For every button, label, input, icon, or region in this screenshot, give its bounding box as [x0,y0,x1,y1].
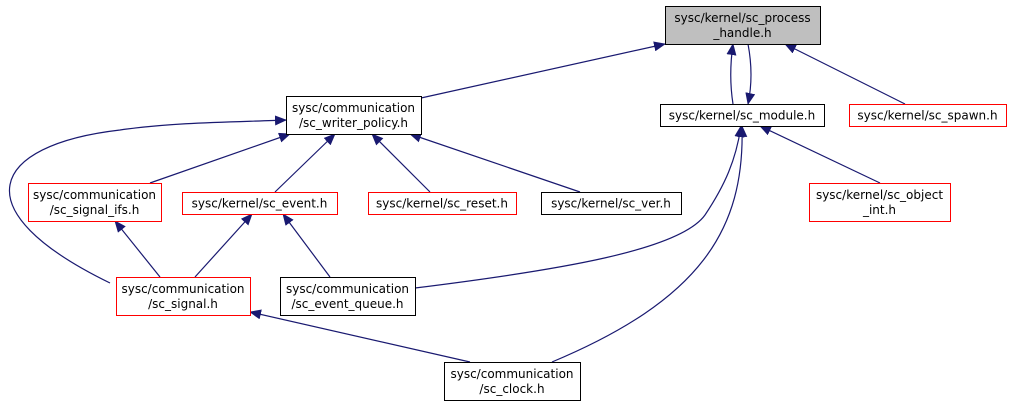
node-label: sysc/communication [292,101,415,115]
node-module[interactable]: sysc/kernel/sc_module.h [660,104,825,127]
node-box [444,362,581,401]
edge-event_queue-to-event [282,213,331,278]
node-label: sysc/communication [450,367,573,381]
node-label: sysc/kernel/sc_spawn.h [857,109,997,123]
node-label: sysc/kernel/sc_process [674,11,810,25]
node-event[interactable]: sysc/kernel/sc_event.h [182,192,338,215]
edge-reset-to-writer_policy [371,133,431,193]
edge-signal_ifs-to-writer_policy [149,132,291,184]
node-box [809,183,951,222]
node-label: sysc/kernel/sc_module.h [669,109,815,123]
node-label: sysc/kernel/sc_ver.h [551,197,671,211]
node-reset[interactable]: sysc/kernel/sc_reset.h [368,192,517,215]
edge-event_queue-to-module [414,125,745,289]
node-box [665,6,821,45]
node-box [286,96,422,135]
edge-object_int-to-module [759,125,881,184]
node-box [28,183,162,222]
edge-signal-to-writer_policy [8,115,287,284]
node-label: sysc/kernel/sc_reset.h [376,197,508,211]
edge-clock-to-signal [249,309,471,363]
edge-spawn-to-process_handle [784,43,906,105]
edge-writer_policy-to-process_handle [420,41,666,99]
node-label: /sc_clock.h [479,382,544,396]
node-label: /sc_event_queue.h [291,297,403,311]
node-box [368,192,517,215]
edge-signal-to-event [194,213,253,278]
edge-clock-to-module [551,125,748,363]
edge-signal-to-signal_ifs [114,220,161,278]
node-label: sysc/communication [33,188,156,202]
node-ver[interactable]: sysc/kernel/sc_ver.h [541,192,682,215]
node-box [280,277,416,316]
node-box [849,104,1007,127]
node-label: /sc_signal.h [148,297,218,311]
node-label: _handle.h [712,26,771,40]
edge-process_handle-to-module [745,43,756,105]
node-writer_policy[interactable]: sysc/communication/sc_writer_policy.h [286,96,422,135]
node-object_int[interactable]: sysc/kernel/sc_object_int.h [809,183,951,222]
node-clock[interactable]: sysc/communication/sc_clock.h [444,362,581,401]
edge-ver-to-writer_policy [409,132,581,193]
node-label: /sc_signal_ifs.h [50,203,140,217]
node-label: _int.h [862,203,896,217]
node-box [660,104,825,127]
node-label: sysc/kernel/sc_event.h [192,197,328,211]
node-box [541,192,682,215]
edge-module-to-process_handle [726,43,737,105]
node-box [116,277,251,316]
node-spawn[interactable]: sysc/kernel/sc_spawn.h [849,104,1007,127]
edge-event-to-writer_policy [274,133,336,193]
node-label: sysc/communication [121,282,244,296]
node-event_queue[interactable]: sysc/communication/sc_event_queue.h [280,277,416,316]
node-signal_ifs[interactable]: sysc/communication/sc_signal_ifs.h [28,183,162,222]
node-signal[interactable]: sysc/communication/sc_signal.h [116,277,251,316]
node-label: sysc/communication [286,282,409,296]
node-label: /sc_writer_policy.h [299,116,408,130]
node-label: sysc/kernel/sc_object [816,188,943,202]
node-box [182,192,338,215]
node-process_handle[interactable]: sysc/kernel/sc_process_handle.h [665,6,821,45]
